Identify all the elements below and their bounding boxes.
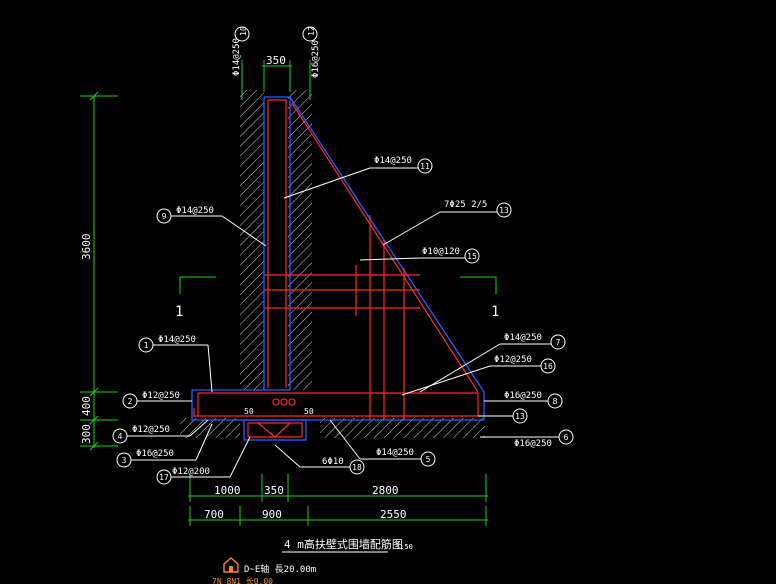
callout-3-num: 3 (122, 456, 127, 465)
callout-1-text: Φ14@250 (158, 335, 196, 345)
callout-9-text: Φ14@250 (176, 206, 214, 216)
callout-17-text: Φ12@200 (172, 467, 210, 477)
dim-height-bottom: 300 (80, 424, 93, 444)
callout-15-num: 15 (467, 252, 477, 261)
callout-9-num: 9 (162, 212, 167, 221)
callout-16-num: 16 (543, 362, 553, 371)
callout-2-num: 2 (128, 397, 133, 406)
callout-8-num: 8 (553, 397, 558, 406)
callout-13-text: 7Φ25 2/5 (444, 200, 487, 210)
callout-4-num: 4 (118, 432, 123, 441)
callout-17-num: 17 (159, 473, 169, 482)
callout-5-text: Φ14@250 (376, 448, 414, 458)
dim-bottom-2a: 700 (204, 508, 224, 521)
dim-bottom-1c: 2800 (372, 484, 399, 497)
callout-texts: Φ14@250 10 Φ16@250 12 Φ14@250 11 Φ14@250… (118, 26, 569, 482)
dimension-texts: 350 3600 400 300 1000 350 2800 700 900 2… (80, 54, 499, 521)
dim-wall-width: 350 (266, 54, 286, 67)
callout-11-text: Φ14@250 (374, 156, 412, 166)
drawing-title: 4 m高扶壁式围墙配筋图 (284, 537, 403, 551)
callout-13b-num: 13 (515, 412, 525, 421)
footer-line-1: D~E轴 長20.00m (244, 563, 316, 575)
wall-hatching (180, 90, 485, 438)
footer-line-2: 7N 8N1 长0.00 (212, 576, 273, 584)
callout-13-num: 13 (499, 206, 509, 215)
callout-2-text: Φ12@250 (142, 391, 180, 401)
callout-8-text: Φ16@250 (504, 391, 542, 401)
dim-bottom-2c: 2550 (380, 508, 407, 521)
dim-bottom-1b: 350 (264, 484, 284, 497)
callout-6-text: Φ16@250 (514, 439, 552, 449)
dim-key-right: 50 (304, 407, 314, 416)
rebar-lines (193, 99, 479, 438)
callout-10-num: 10 (239, 26, 248, 36)
callout-4-text: Φ12@250 (132, 425, 170, 435)
callout-leaders (112, 26, 574, 485)
dimension-lines (80, 60, 497, 526)
title-block: 4 m高扶壁式围墙配筋图 1:50 D~E轴 長20.00m 7N 8N1 长0… (212, 537, 413, 584)
house-icon (223, 557, 239, 573)
callout-15-text: Φ10@120 (422, 247, 460, 257)
callout-5-num: 5 (426, 455, 431, 464)
callout-7-text: Φ14@250 (504, 333, 542, 343)
dim-key-left: 50 (244, 407, 254, 416)
callout-6-num: 6 (564, 433, 569, 442)
callout-18-num: 18 (352, 463, 362, 472)
callout-1-num: 1 (144, 341, 149, 350)
drawing-scale: 1:50 (396, 543, 413, 551)
callout-11-num: 11 (420, 162, 430, 171)
callout-16-text: Φ12@250 (494, 355, 532, 365)
section-mark-right: 1 (491, 304, 499, 320)
callout-18-text: 6Φ10 (322, 457, 344, 467)
concrete-outline (191, 96, 485, 441)
dim-bottom-1a: 1000 (214, 484, 241, 497)
section-mark-left: 1 (175, 304, 183, 320)
callout-10-text: Φ14@250 (232, 38, 242, 76)
callout-3-text: Φ16@250 (136, 449, 174, 459)
dim-height-total: 3600 (80, 234, 93, 261)
callout-12-num: 12 (307, 26, 316, 36)
callout-12-text: Φ16@250 (311, 40, 321, 78)
dim-height-mid: 400 (80, 396, 93, 416)
callout-7-num: 7 (556, 338, 561, 347)
dim-bottom-2b: 900 (262, 508, 282, 521)
